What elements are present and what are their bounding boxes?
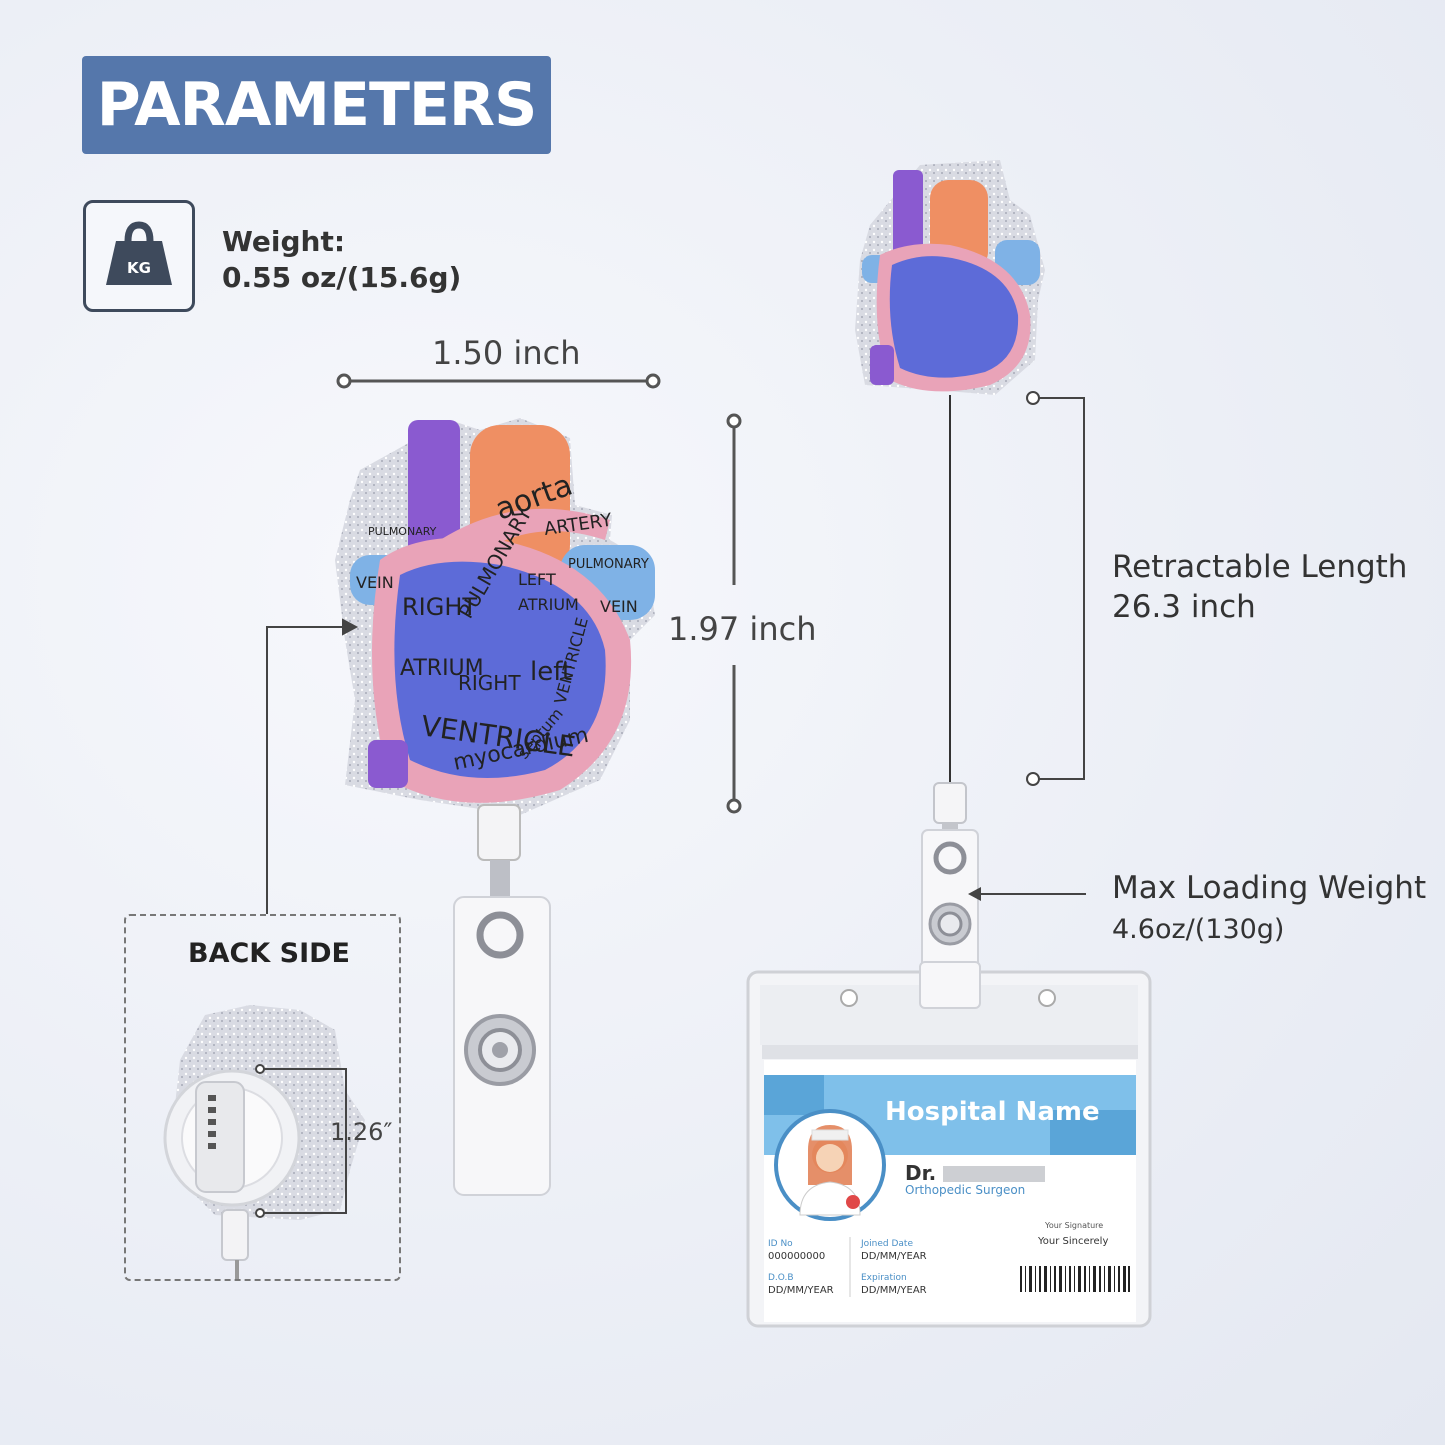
heart-label-left-atrium: ATRIUM xyxy=(518,595,579,614)
retractable-spec: Retractable Length 26.3 inch xyxy=(1112,547,1407,627)
id-card: Hospital Name Dr. Orthopedic Surgeon ID … xyxy=(764,1075,1136,1297)
doctor-name: Dr. xyxy=(905,1161,936,1185)
heart-badge-large: aorta PULMONARY ARTERY RIGHT ATRIUM LEFT… xyxy=(335,418,655,815)
heart-badge-small xyxy=(855,160,1045,395)
max-loading-label: Max Loading Weight xyxy=(1112,870,1427,906)
back-side-reel xyxy=(163,1005,365,1281)
weight-label: Weight: xyxy=(222,225,346,258)
id-value: 000000000 xyxy=(768,1251,825,1262)
signature-value: Your Sincerely xyxy=(1037,1236,1108,1247)
back-side-panel xyxy=(124,914,401,1281)
dob-value: DD/MM/YEAR xyxy=(768,1285,834,1296)
signature-label: Your Signature xyxy=(1044,1221,1103,1230)
heart-label-left: LEFT xyxy=(518,570,556,589)
heart-label-right: RIGHT xyxy=(402,593,477,621)
barcode xyxy=(1020,1266,1130,1292)
max-loading-value: 4.6oz/(130g) xyxy=(1112,914,1285,945)
back-side-pointer xyxy=(266,618,359,914)
heart-label-pulmonary-2: PULMONARY xyxy=(568,557,649,572)
back-side-title: BACK SIDE xyxy=(188,938,350,969)
retractable-dimension-line xyxy=(1026,391,1085,786)
width-dimension-line xyxy=(336,373,661,389)
dob-label: D.O.B xyxy=(768,1273,794,1283)
retractable-value: 26.3 inch xyxy=(1112,589,1256,625)
weight-icon-box: KG xyxy=(83,200,195,312)
badge-clip-large xyxy=(453,804,551,1196)
id-label: ID No xyxy=(768,1239,793,1249)
heart-label-vein: VEIN xyxy=(356,573,394,592)
doctor-specialty: Orthopedic Surgeon xyxy=(905,1183,1025,1197)
back-diameter-label: 1.26″ xyxy=(330,1118,393,1146)
heart-inner xyxy=(394,561,606,778)
joined-label: Joined Date xyxy=(860,1239,913,1249)
retractable-label: Retractable Length xyxy=(1112,549,1408,585)
heart-label-left-2: left xyxy=(530,657,572,687)
width-dimension-label: 1.50 inch xyxy=(432,334,581,372)
expiration-label: Expiration xyxy=(861,1273,907,1283)
height-dimension-label: 1.97 inch xyxy=(668,610,817,648)
vena-cava-shape xyxy=(408,420,460,560)
joined-value: DD/MM/YEAR xyxy=(861,1251,927,1262)
max-loading-pointer xyxy=(968,887,1086,901)
heart-label-pulmonary-3: PULMONARY xyxy=(368,525,437,538)
heart-label-right-2: RIGHT xyxy=(458,671,521,695)
weight-value: 0.55 oz/(15.6g) xyxy=(222,261,462,294)
parameters-banner: PARAMETERS xyxy=(82,56,551,154)
height-dimension-line xyxy=(726,413,742,814)
hospital-name: Hospital Name xyxy=(885,1097,1100,1127)
expiration-value: DD/MM/YEAR xyxy=(861,1285,927,1296)
kettlebell-icon: KG xyxy=(106,221,172,285)
pulmonary-artery-shape xyxy=(440,508,610,560)
kg-text: KG xyxy=(127,259,151,277)
heart-label-vein-2: VEIN xyxy=(600,597,638,616)
page-title: PARAMETERS xyxy=(96,70,538,140)
weight-spec: Weight: 0.55 oz/(15.6g) xyxy=(222,224,461,296)
heart-label-atrium: ATRIUM xyxy=(400,656,484,681)
